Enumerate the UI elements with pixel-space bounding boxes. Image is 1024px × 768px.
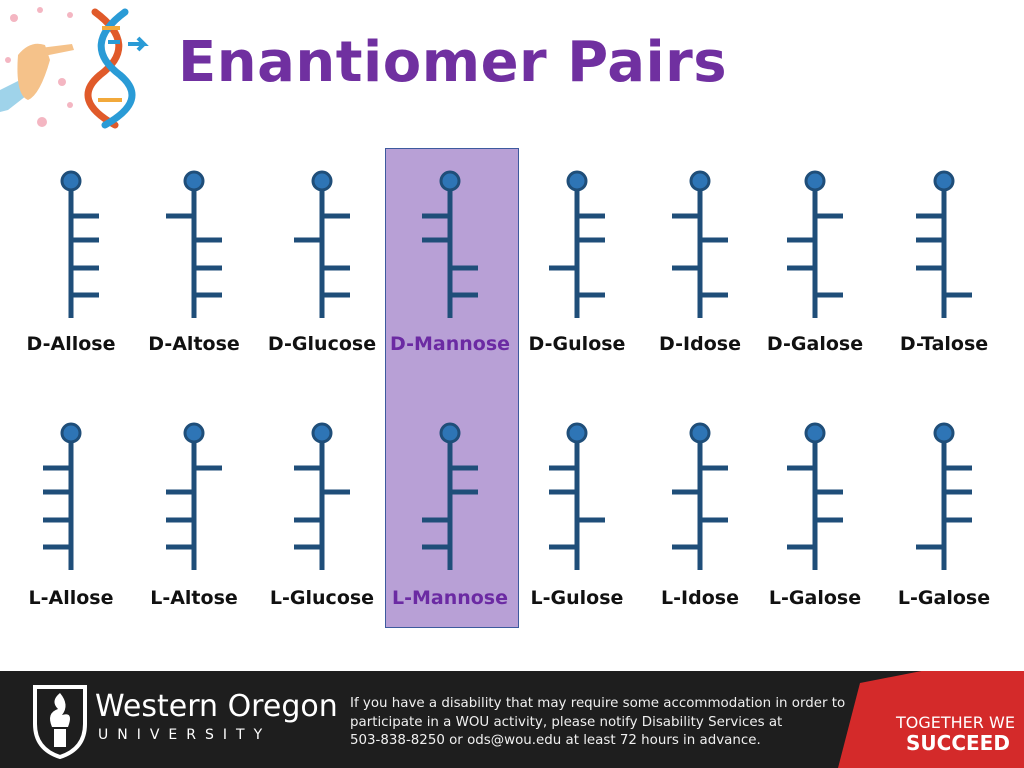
structure-label: D-Talose bbox=[899, 333, 989, 355]
carbonyl-atom bbox=[933, 422, 955, 444]
structure-label: D-Gulose bbox=[528, 333, 626, 355]
disability-note-line: participate in a WOU activity, please no… bbox=[350, 714, 783, 730]
fischer-structure bbox=[422, 170, 478, 318]
fischer-structures bbox=[43, 170, 972, 570]
carbonyl-atom bbox=[60, 170, 82, 192]
fischer-structure bbox=[166, 422, 222, 570]
wou-university: UNIVERSITY bbox=[98, 727, 272, 743]
carbonyl-atom bbox=[566, 422, 588, 444]
carbonyl-atom bbox=[804, 170, 826, 192]
page-title: Enantiomer Pairs bbox=[178, 30, 728, 95]
fischer-structure bbox=[549, 170, 605, 318]
tagline-bottom: SUCCEED bbox=[906, 731, 1010, 755]
carbonyl-atom bbox=[689, 170, 711, 192]
tagline-banner bbox=[838, 671, 1024, 768]
carbonyl-atom bbox=[933, 170, 955, 192]
carbonyl-atom bbox=[311, 170, 333, 192]
structure-label: D-Altose bbox=[148, 333, 240, 355]
fischer-structure bbox=[294, 422, 350, 570]
fischer-structure bbox=[294, 170, 350, 318]
fischer-structure bbox=[549, 422, 605, 570]
disability-note-line: 503-838-8250 or ods@wou.edu at least 72 … bbox=[350, 733, 761, 748]
carbonyl-atom bbox=[804, 422, 826, 444]
carbonyl-atom bbox=[60, 422, 82, 444]
structure-label: D-Allose bbox=[26, 333, 116, 355]
torch-shield-icon bbox=[33, 685, 87, 759]
carbonyl-atom bbox=[311, 422, 333, 444]
carbonyl-atom bbox=[183, 170, 205, 192]
carbonyl-atom bbox=[566, 170, 588, 192]
carbonyl-atom bbox=[689, 422, 711, 444]
fischer-structure bbox=[422, 422, 478, 570]
structure-label: L-Altose bbox=[150, 587, 238, 609]
structure-label: D-Mannose bbox=[389, 333, 511, 355]
fischer-structure bbox=[672, 422, 728, 570]
carbonyl-atom bbox=[439, 170, 461, 192]
fischer-structure bbox=[787, 422, 843, 570]
fischer-structure bbox=[43, 422, 82, 570]
dna-hand-logo-icon bbox=[0, 7, 149, 129]
structure-label: L-Galose bbox=[768, 587, 862, 609]
structure-label: L-Glucose bbox=[269, 587, 375, 609]
fischer-structure bbox=[787, 170, 843, 318]
tagline-top: TOGETHER WE bbox=[896, 713, 1015, 732]
structure-label: D-Idose bbox=[659, 333, 741, 355]
structure-label: D-Glucose bbox=[267, 333, 377, 355]
structure-label: D-Galose bbox=[766, 333, 864, 355]
structure-label: L-Galose bbox=[897, 587, 991, 609]
structure-label: L-Gulose bbox=[530, 587, 624, 609]
carbonyl-atom bbox=[439, 422, 461, 444]
footer: Western Oregon UNIVERSITY If you have a … bbox=[0, 671, 1024, 768]
fischer-structure bbox=[916, 170, 972, 318]
disability-note: If you have a disability that may requir… bbox=[350, 695, 846, 751]
structure-label: L-Mannose bbox=[391, 587, 509, 609]
structure-label: L-Allose bbox=[28, 587, 114, 609]
fischer-structure bbox=[166, 170, 222, 318]
fischer-structure bbox=[60, 170, 99, 318]
fischer-structure bbox=[672, 170, 728, 318]
carbonyl-atom bbox=[183, 422, 205, 444]
fischer-structure bbox=[916, 422, 972, 570]
disability-note-line: If you have a disability that may requir… bbox=[350, 696, 846, 711]
wou-wordmark: Western Oregon bbox=[95, 689, 338, 724]
structure-label: L-Idose bbox=[661, 587, 739, 609]
